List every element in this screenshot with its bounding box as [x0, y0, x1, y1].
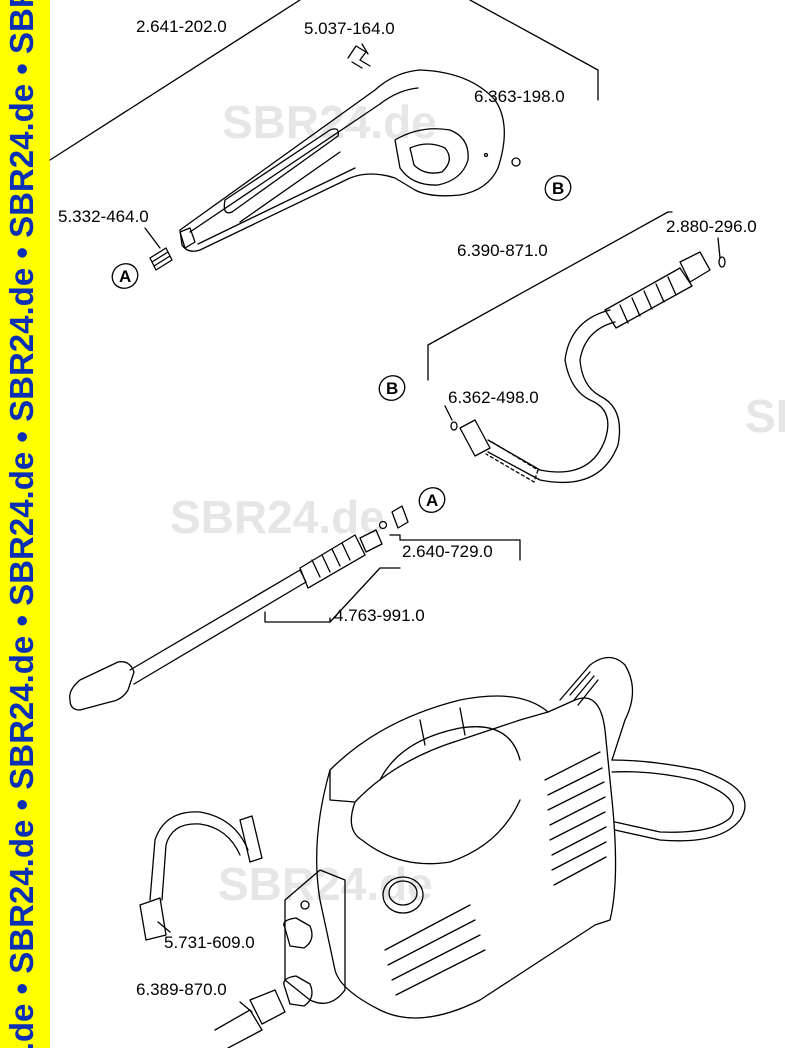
spray-gun-drawing — [179, 45, 505, 252]
marker-b-hose: B — [378, 375, 406, 401]
marker-a-top-label: A — [119, 267, 131, 286]
part-label-2640-729: 2.640-729.0 — [402, 542, 493, 561]
watermark-2: SBR24.de — [170, 491, 385, 543]
part-label-5332-464: 5.332-464.0 — [58, 207, 149, 226]
leader-lines — [49, 0, 721, 1013]
part-label-2641-202: 2.641-202.0 — [136, 17, 227, 36]
pressure-washer-body-drawing — [139, 656, 746, 1048]
marker-b-hose-label: B — [386, 379, 398, 398]
lance-drawing — [69, 505, 409, 711]
part-label-4763-991: 4.763-991.0 — [334, 606, 425, 625]
marker-a-lance: A — [418, 487, 446, 513]
watermark-3: SBR24.de — [218, 858, 433, 910]
part-label-6390-871: 6.390-871.0 — [457, 241, 548, 260]
hose-drawing — [450, 251, 726, 484]
o-ring-6363 — [511, 157, 521, 167]
marker-a-lance-label: A — [426, 491, 438, 510]
marker-b-top-label: B — [552, 179, 564, 198]
marker-a-top: A — [111, 263, 139, 289]
watermark-4: SB — [745, 390, 785, 442]
marker-b-top: B — [544, 175, 572, 201]
part-label-5731-609: 5.731-609.0 — [164, 933, 255, 952]
part-label-6363-198: 6.363-198.0 — [474, 87, 565, 106]
part-label-6389-870: 6.389-870.0 — [136, 980, 227, 999]
watermark-sidebar: 24.de • SBR24.de • SBR24.de • SBR24.de •… — [0, 0, 50, 1048]
part-label-6362-498: 6.362-498.0 — [448, 388, 539, 407]
part-label-2880-296: 2.880-296.0 — [666, 217, 757, 236]
part-label-5037-164: 5.037-164.0 — [304, 19, 395, 38]
spring-drawing — [149, 247, 173, 271]
